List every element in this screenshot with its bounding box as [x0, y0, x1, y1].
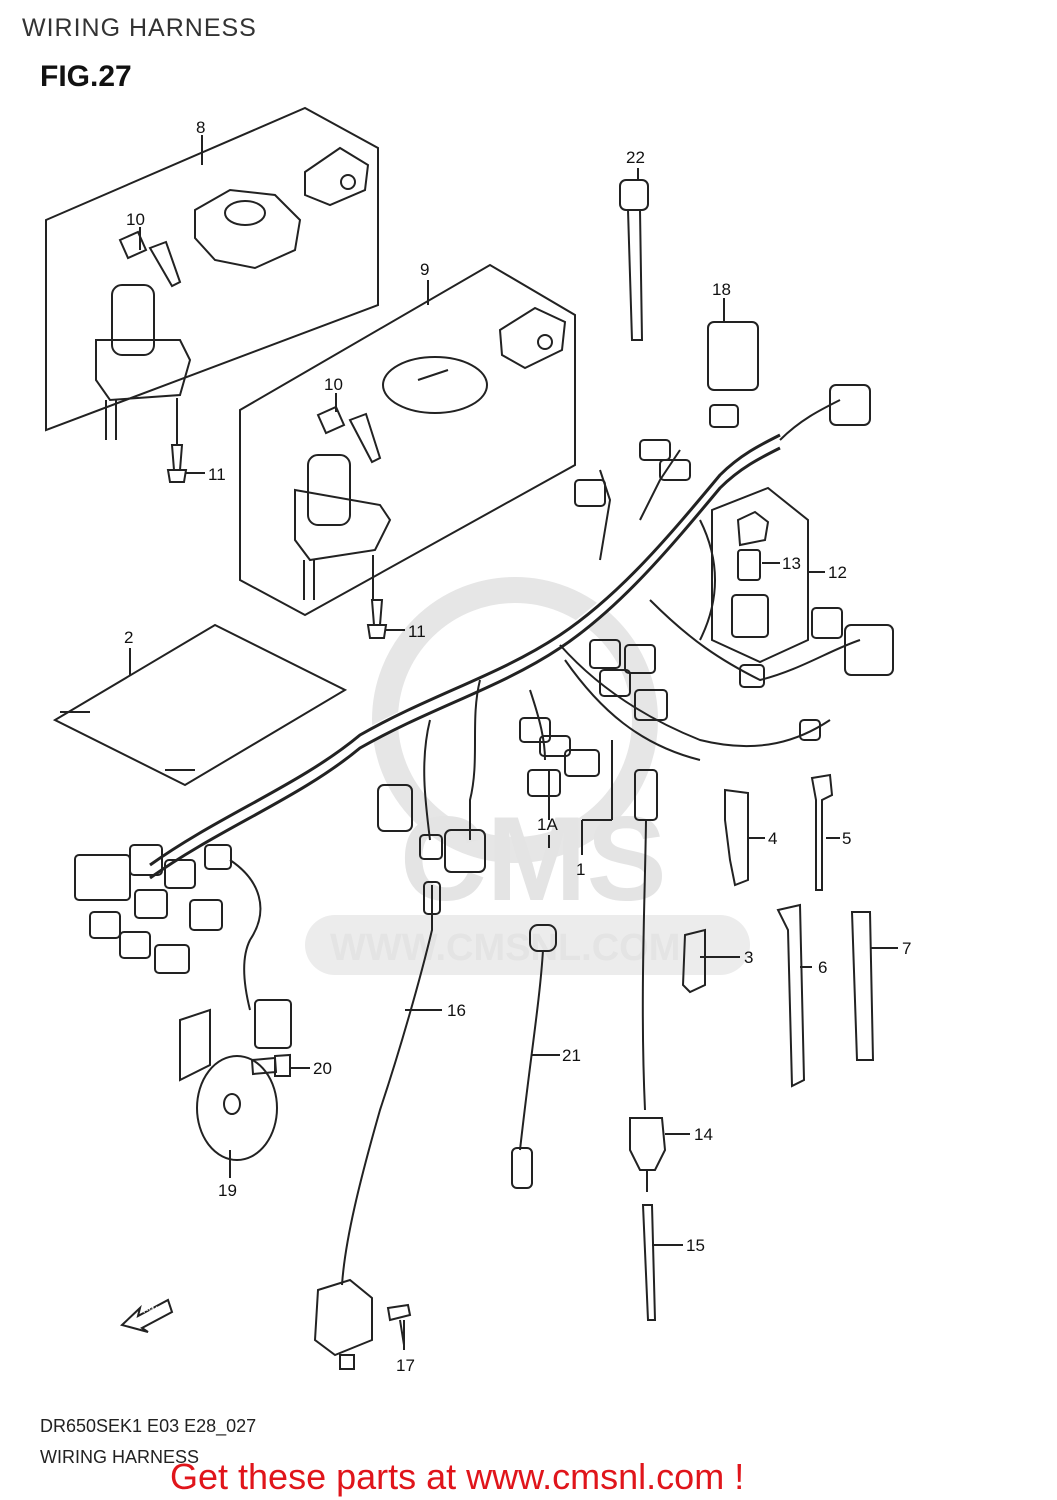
sensor-21: [511, 1147, 533, 1189]
sensor-lead-16: [341, 885, 433, 1286]
part-label-18: 18: [712, 280, 731, 299]
part-label-4: 4: [768, 829, 777, 848]
screw-11a: [166, 444, 188, 483]
band-7: [850, 911, 875, 1061]
part-label-1a: 1A: [537, 815, 558, 834]
page-header-title: WIRING HARNESS: [22, 14, 257, 42]
cta-link[interactable]: Get these parts at www.cmsnl.com !: [170, 1456, 745, 1497]
fuel-cap-8: [194, 188, 302, 270]
kit-8-box: [45, 106, 379, 432]
figure-label: FIG.27: [40, 60, 132, 93]
seat-lock-8: [304, 146, 370, 207]
part-label-10b: 10: [324, 375, 343, 394]
part-label-16: 16: [447, 1001, 466, 1020]
key-22: [619, 179, 649, 341]
relay-18: [707, 321, 759, 391]
part-labels: 8 10 9 10 11 11 2 22 18 13 12 1A 1 4 5 3…: [124, 118, 911, 1375]
part-label-20: 20: [313, 1059, 332, 1078]
part-label-1: 1: [576, 860, 585, 879]
fwd-label: FWD: [143, 1305, 164, 1315]
part-label-8: 8: [196, 118, 205, 137]
screw-11b: [366, 599, 388, 639]
sensor-14: [629, 1117, 667, 1171]
part-label-5: 5: [842, 829, 851, 848]
part-label-12: 12: [828, 563, 847, 582]
ignition-switch-9: [294, 405, 392, 600]
fuel-cap-9: [382, 356, 488, 414]
horn-19: [179, 1008, 278, 1161]
part-label-13: 13: [782, 554, 801, 573]
clamp-4: [724, 788, 749, 887]
part-label-9: 9: [420, 260, 429, 279]
bolt-20: [250, 1053, 291, 1077]
kit-9-box: [239, 263, 576, 617]
part-label-17: 17: [396, 1356, 415, 1375]
part-label-10a: 10: [126, 210, 145, 229]
band-5: [810, 773, 834, 891]
ignition-switch-8: [95, 230, 192, 440]
fuse-13: [737, 549, 761, 581]
seat-lock-9: [498, 306, 567, 370]
part-label-21: 21: [562, 1046, 581, 1065]
footer-title: WIRING HARNESS: [40, 1447, 200, 1467]
sensor-16: [313, 1278, 373, 1357]
main-harness-1: [145, 433, 784, 876]
kit-12-box: [711, 486, 809, 664]
part-label-15: 15: [686, 1236, 705, 1255]
bracket-3: [681, 928, 706, 994]
part-label-7: 7: [902, 939, 911, 958]
part-label-19: 19: [218, 1181, 237, 1200]
screw-17: [386, 1303, 412, 1346]
label-sheet-2: [52, 623, 348, 787]
fwd-arrow: [120, 1298, 174, 1333]
model-code: DR650SEK1 E03 E28_027: [40, 1416, 257, 1436]
watermark-url: WWW.CMSNL.COM: [330, 927, 680, 969]
part-label-2: 2: [124, 628, 133, 647]
band-6: [776, 903, 806, 1088]
spring-15: [641, 1204, 657, 1321]
part-label-14: 14: [694, 1125, 713, 1144]
part-label-6: 6: [818, 958, 827, 977]
part-label-11a: 11: [208, 465, 226, 484]
part-label-11b: 11: [408, 622, 426, 641]
part-label-22: 22: [626, 148, 645, 167]
part-label-3: 3: [744, 948, 753, 967]
